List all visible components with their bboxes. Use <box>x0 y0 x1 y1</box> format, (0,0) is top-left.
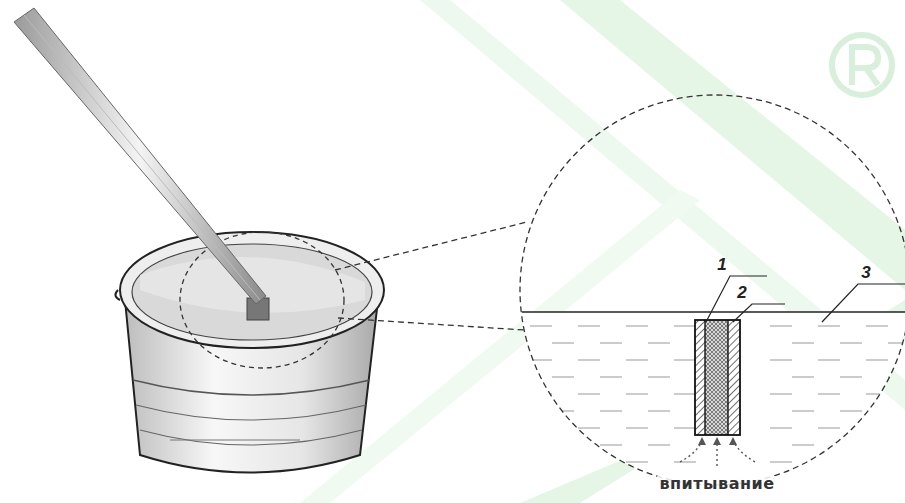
liquid-mark <box>600 410 622 411</box>
arrowhead <box>698 437 737 445</box>
liquid-mark <box>530 427 552 428</box>
zoom-line <box>338 318 524 330</box>
sample-section <box>695 320 740 435</box>
liquid-mark <box>770 359 792 360</box>
liquid-mark <box>888 376 905 377</box>
zoom-circle <box>520 95 905 485</box>
liquid-mark <box>648 376 670 377</box>
liquid-mark <box>866 325 888 326</box>
liquid-mark <box>648 410 670 411</box>
liquid-mark <box>818 393 840 394</box>
liquid-mark <box>840 376 862 377</box>
liquid-mark <box>840 342 862 343</box>
zoom-circle <box>180 232 344 368</box>
liquid-mark <box>770 427 792 428</box>
liquid-mark <box>866 359 888 360</box>
dish <box>115 232 384 473</box>
liquid-mark <box>792 342 814 343</box>
liquid-mark <box>792 444 814 445</box>
liquid-mark <box>626 359 648 360</box>
liquid-mark <box>626 325 648 326</box>
liquid-mark <box>530 393 552 394</box>
liquid-mark <box>840 444 862 445</box>
liquid-mark <box>626 393 648 394</box>
liquid-mark <box>530 461 552 462</box>
callout-number: 3 <box>861 264 870 281</box>
liquid-mark <box>792 376 814 377</box>
liquid-mark <box>674 427 696 428</box>
liquid-mark <box>818 325 840 326</box>
liquid-mark <box>818 359 840 360</box>
liquid-mark <box>626 461 648 462</box>
liquid-mark <box>888 410 905 411</box>
liquid-mark <box>600 444 622 445</box>
tweezers <box>14 8 266 304</box>
liquid-mark <box>578 393 600 394</box>
liquid-mark <box>552 444 574 445</box>
liquid-mark <box>600 376 622 377</box>
callout-number: 2 <box>737 284 746 301</box>
liquid-mark <box>770 461 792 462</box>
zoom-line <box>335 222 527 270</box>
liquid-mark <box>818 461 840 462</box>
liquid-mark <box>530 325 552 326</box>
liquid-mark <box>578 461 600 462</box>
liquid-mark <box>674 325 696 326</box>
liquid-mark <box>888 444 905 445</box>
liquid <box>520 312 905 503</box>
liquid-mark <box>866 461 888 462</box>
liquid-mark <box>866 427 888 428</box>
liquid-mark <box>770 325 792 326</box>
liquid-mark <box>674 393 696 394</box>
leader-line <box>706 276 905 322</box>
liquid-mark <box>600 342 622 343</box>
liquid-mark <box>578 359 600 360</box>
liquid-mark <box>674 461 696 462</box>
liquid-mark <box>552 342 574 343</box>
liquid-mark <box>626 427 648 428</box>
liquid-mark <box>578 325 600 326</box>
liquid-mark <box>818 427 840 428</box>
liquid-mark <box>674 359 696 360</box>
liquid-surface <box>522 311 905 313</box>
process-label: впитывание <box>657 476 776 492</box>
liquid-mark <box>840 410 862 411</box>
liquid-mark <box>648 342 670 343</box>
liquid-mark <box>552 376 574 377</box>
liquid-mark <box>648 444 670 445</box>
liquid-mark <box>792 410 814 411</box>
callout-number: 1 <box>717 256 726 273</box>
liquid-mark <box>866 393 888 394</box>
liquid-mark <box>770 393 792 394</box>
liquid-mark <box>578 427 600 428</box>
